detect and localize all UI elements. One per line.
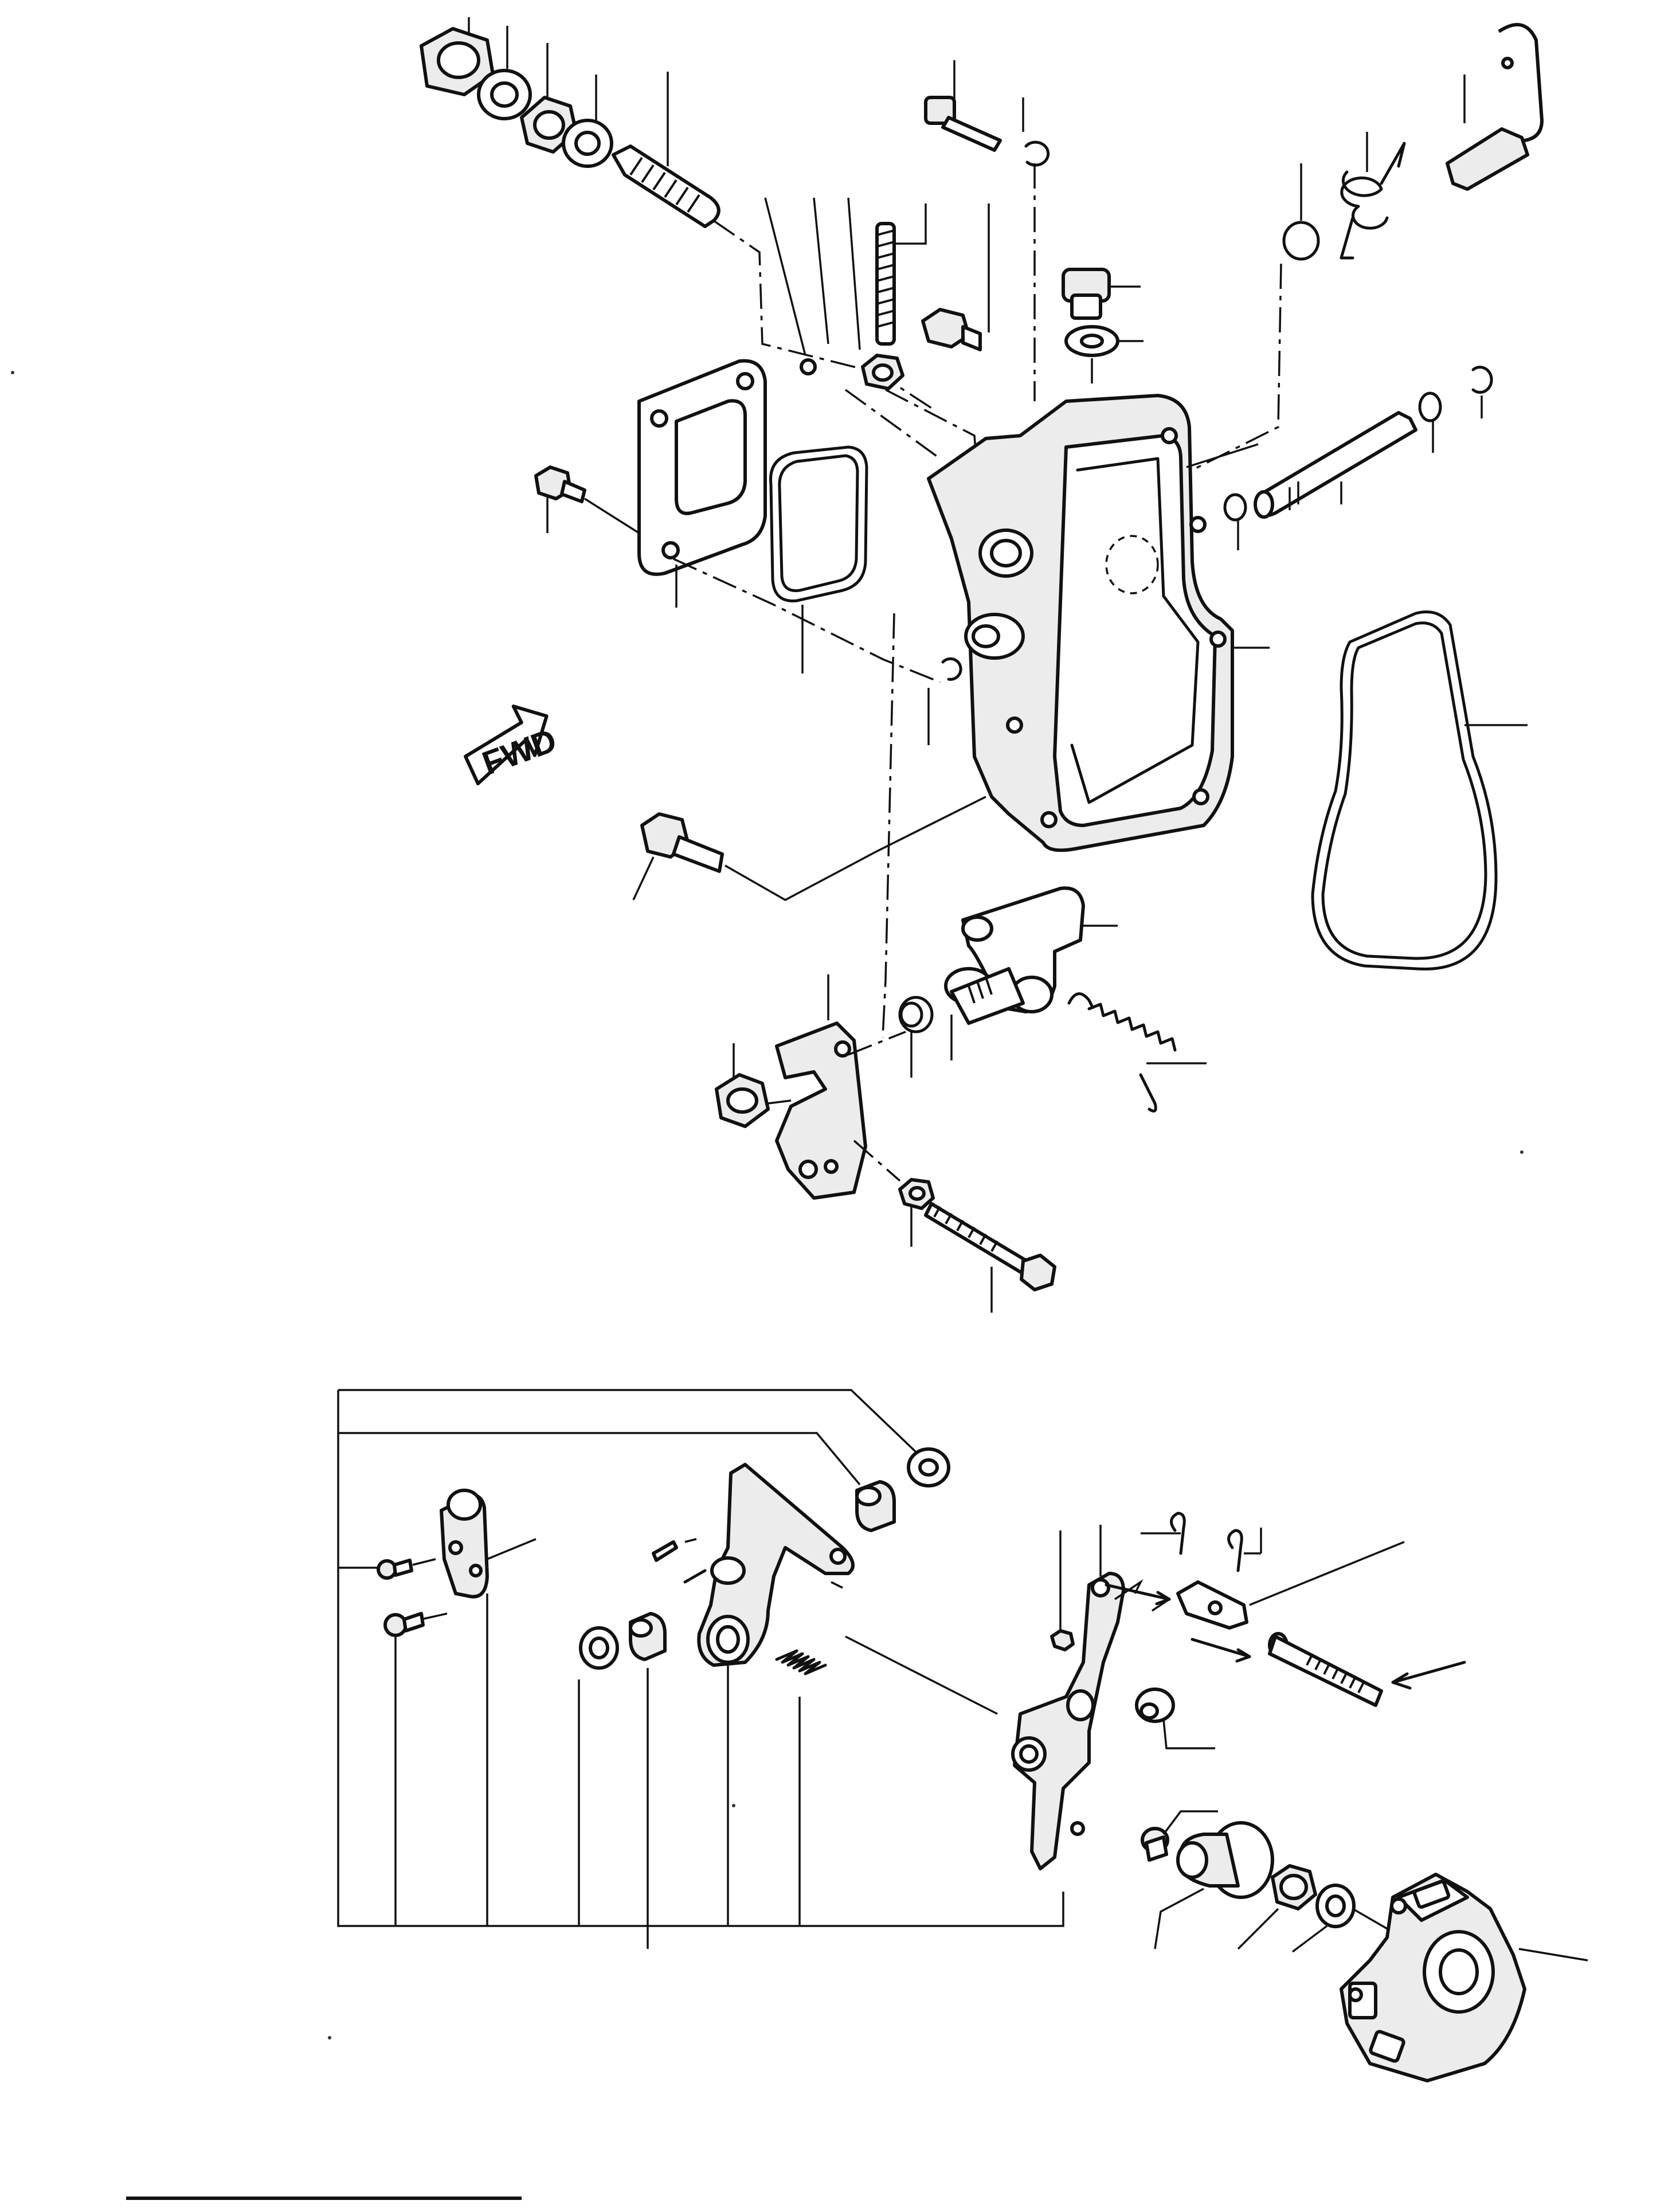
gasket-ring — [769, 445, 868, 674]
cotter-pin — [1227, 1528, 1262, 1572]
centerline — [882, 613, 895, 1038]
adjusting-screw — [612, 72, 935, 411]
gasket-plate — [637, 359, 767, 608]
lever-nut — [1050, 1530, 1075, 1651]
stop-lever — [440, 1489, 536, 1599]
governor-lever — [683, 1463, 855, 1926]
upper-governor-assembly: FWD — [420, 17, 1544, 1313]
washer — [562, 75, 613, 168]
hex-bolt — [921, 203, 990, 351]
cover-gasket — [1311, 610, 1528, 971]
hex-nut — [898, 1178, 935, 1247]
small-bolt — [924, 60, 1002, 152]
roll-pin — [652, 1538, 697, 1562]
cotter-pin — [1141, 1512, 1186, 1555]
cover-bolt — [534, 465, 640, 534]
scan-specks — [11, 371, 1524, 2039]
retaining-nut — [1237, 1864, 1317, 1950]
plug-washer — [1064, 325, 1144, 390]
set-screw — [383, 1612, 448, 1926]
lever-washer — [1135, 1688, 1215, 1749]
grouping-bracket — [337, 1389, 1064, 1949]
bushing — [855, 1480, 896, 1532]
extension-spring — [1067, 992, 1207, 1113]
centerline — [673, 558, 941, 683]
lower-control-linkage — [337, 1389, 1588, 2082]
shaft-circlip — [1223, 366, 1493, 550]
lever-bracket — [775, 974, 867, 1200]
speed-control-lever — [1011, 1525, 1144, 1870]
retaining-washer — [1291, 1884, 1408, 1953]
governor-housing — [927, 394, 1270, 852]
bushing-nut — [715, 1043, 792, 1128]
adjusting-rod — [1268, 1632, 1466, 1707]
pointer-arrows — [1105, 1583, 1251, 1663]
spacer-washer — [578, 1626, 619, 1926]
leader-line — [845, 1635, 998, 1715]
small-circlip — [927, 657, 962, 745]
spacer-bushing — [629, 1612, 667, 1926]
pivot-pin — [1446, 23, 1544, 191]
centerline — [853, 1140, 901, 1182]
stud — [875, 203, 927, 346]
flange-bolt — [632, 796, 986, 901]
governor-shaft — [1186, 411, 1417, 519]
fwd-direction-arrow: FWD — [464, 704, 561, 786]
diaphragm-cap — [1154, 1821, 1274, 1949]
governor-body — [1340, 1873, 1588, 2082]
stud-nut — [861, 354, 904, 390]
circlip — [1022, 97, 1050, 401]
o-ring — [1192, 163, 1320, 471]
thrust-washer — [907, 1447, 950, 1487]
washer — [477, 26, 532, 120]
stop-bolt — [1141, 1810, 1218, 1862]
coil-spring — [775, 1649, 827, 1926]
plug — [1062, 268, 1141, 320]
fitting-stem — [944, 967, 1025, 1060]
lever-screw — [377, 1558, 436, 1580]
o-ring-small — [898, 996, 934, 1078]
centerline — [848, 1031, 906, 1056]
long-bolt — [924, 1202, 1056, 1313]
clevis — [1152, 1541, 1405, 1630]
torsion-spring — [1340, 132, 1406, 260]
